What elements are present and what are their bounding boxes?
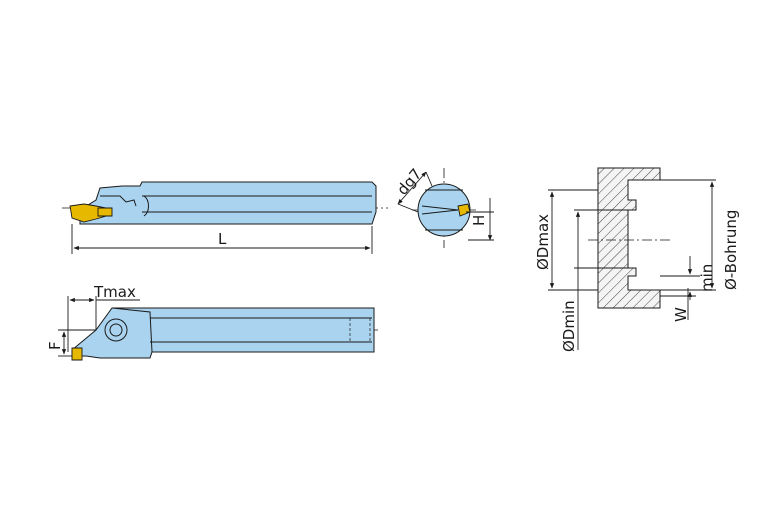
holder-shank-top <box>79 181 377 225</box>
cutting-insert-bottom <box>71 347 83 361</box>
label-min: min <box>698 264 716 292</box>
clamp-screw <box>104 318 128 342</box>
label-Tmax: Tmax <box>93 283 136 301</box>
top-view: L <box>62 181 388 254</box>
label-Dmin: ØDmin <box>560 300 578 352</box>
label-Dmax: ØDmax <box>534 214 552 270</box>
label-dg7: dg7 <box>393 165 425 198</box>
bore-section: ØDmax ØDmin Ø-Bohrung min W <box>534 167 740 352</box>
label-L: L <box>218 230 227 248</box>
label-bore: Ø-Bohrung <box>722 210 740 290</box>
label-W: W <box>672 307 690 322</box>
bottom-view: Tmax F <box>46 283 378 361</box>
diameter-dimension <box>397 171 427 205</box>
end-view: dg7 H <box>393 165 494 248</box>
holder-shank-bottom <box>71 307 375 359</box>
holder-end-circle <box>417 183 471 237</box>
label-H: H <box>470 215 488 226</box>
label-F: F <box>46 341 64 350</box>
workpiece-section <box>597 167 661 309</box>
